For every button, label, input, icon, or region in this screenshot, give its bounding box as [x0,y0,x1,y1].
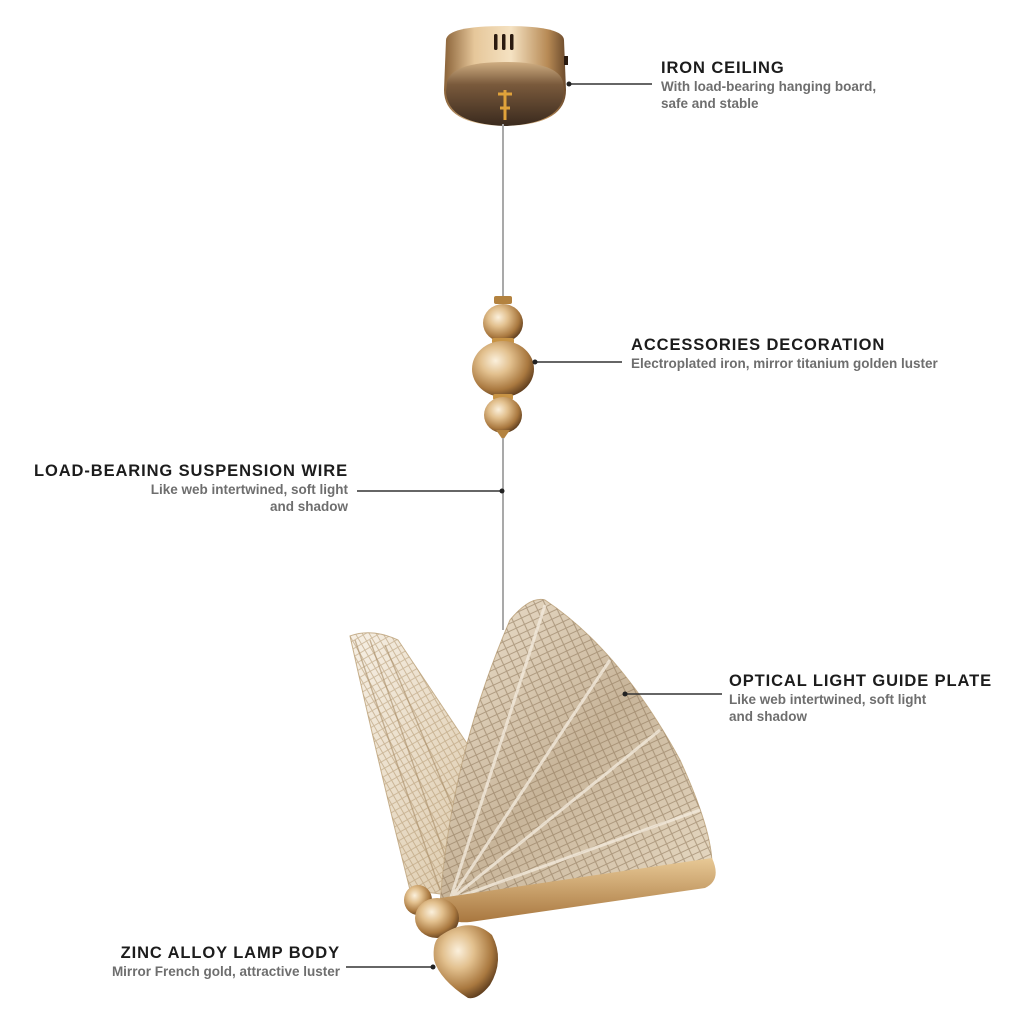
callout-description: Electroplated iron, mirror titanium gold… [631,356,938,371]
butterfly-lamp [349,598,716,999]
callout-title: OPTICAL LIGHT GUIDE PLATE [729,672,992,690]
decoration-beads [472,296,534,440]
callout-suspension-wire: LOAD-BEARING SUSPENSION WIRE Like web in… [34,461,348,515]
ceiling-canopy [444,26,568,126]
callout-accessories-decoration: ACCESSORIES DECORATION Electroplated iro… [631,335,938,372]
callout-light-guide-plate: OPTICAL LIGHT GUIDE PLATE Like web inter… [729,671,992,725]
callout-description: Like web intertwined, soft light and sha… [729,692,927,724]
callout-iron-ceiling: IRON CEILING With load-bearing hanging b… [661,58,876,112]
callout-title: IRON CEILING [661,59,785,77]
callout-description: With load-bearing hanging board, safe an… [661,79,877,111]
callout-description: Like web intertwined, soft light and sha… [150,482,348,514]
callout-title: LOAD-BEARING SUSPENSION WIRE [34,462,348,480]
callout-title: ZINC ALLOY LAMP BODY [120,944,340,962]
callout-title: ACCESSORIES DECORATION [631,336,886,354]
callout-lamp-body: ZINC ALLOY LAMP BODY Mirror French gold,… [112,943,340,980]
callout-description: Mirror French gold, attractive luster [111,964,340,979]
leader-lines [346,81,722,970]
